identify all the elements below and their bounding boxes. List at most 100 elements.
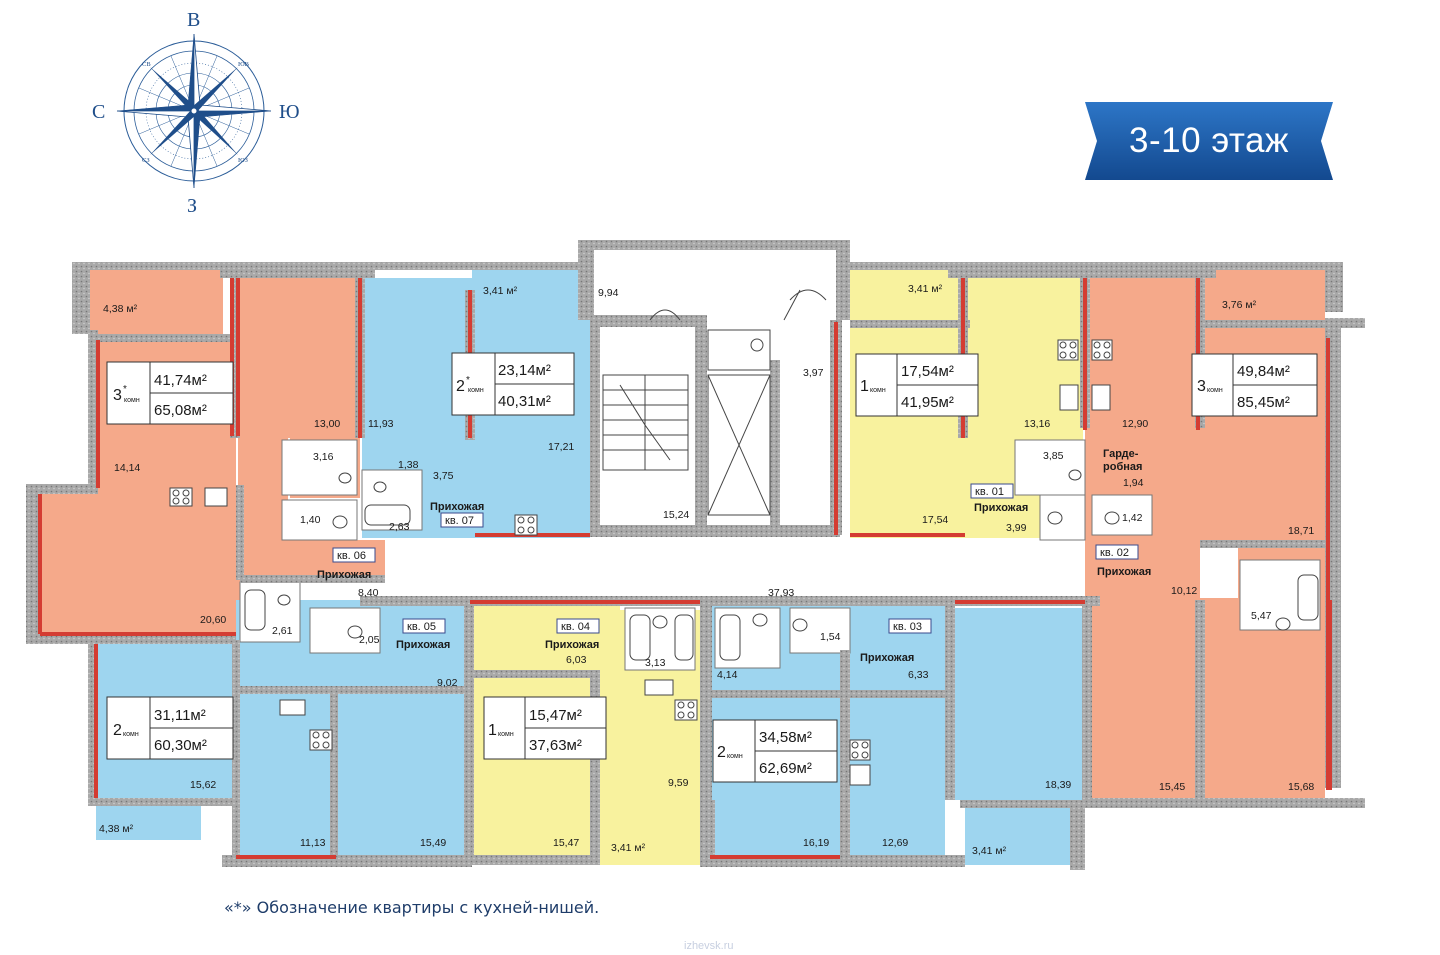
kv02-rooms: 3 xyxy=(1197,378,1206,395)
area-hall-9-02: 9,02 xyxy=(437,677,458,689)
kv07-star: * xyxy=(466,375,470,386)
area-room-15-62: 15,62 xyxy=(190,779,216,791)
kv01-rooms: 1 xyxy=(860,378,869,395)
apartment-info-boxes xyxy=(106,352,1318,783)
kv06-unit: комн xyxy=(124,397,140,404)
kv02-living-area: 49,84м² xyxy=(1237,363,1290,380)
kv03-unit: комн xyxy=(727,753,743,760)
kv03-living-area: 34,58м² xyxy=(759,729,812,746)
kv05-living-area: 31,11м² xyxy=(154,707,206,724)
area-hall-3-99: 3,99 xyxy=(1006,522,1027,534)
fixtures xyxy=(169,339,1319,786)
kv04-tag: кв. 04 xyxy=(561,621,590,633)
area-room-18-71: 18,71 xyxy=(1288,525,1314,537)
kv02-total-area: 85,45м² xyxy=(1237,394,1290,411)
hallway-label-kv01: Прихожая xyxy=(974,502,1028,514)
compass-rose: В З С Ю ЮВ СВ ЮЗ СЗ xyxy=(92,9,300,217)
kv06-tag: кв. 06 xyxy=(337,550,366,562)
area-room-15-68: 15,68 xyxy=(1288,781,1314,793)
compass-east: Ю xyxy=(279,101,300,123)
compass-south: З xyxy=(187,195,197,217)
compass-se: ЮЗ xyxy=(238,157,248,164)
floor-label: 3-10 этаж xyxy=(1129,121,1289,160)
area-bath-3-13: 3,13 xyxy=(645,657,666,669)
area-bath-5-47: 5,47 xyxy=(1251,610,1272,622)
compass-west: С xyxy=(92,101,105,123)
kv01-tag: кв. 01 xyxy=(975,486,1004,498)
kv02-unit: комн xyxy=(1207,387,1223,394)
area-lobby-9-94: 9,94 xyxy=(598,287,619,299)
hallway-label-kv04: Прихожая xyxy=(545,639,599,651)
compass-ne: ЮВ xyxy=(238,61,250,68)
area-corridor-37-93: 37,93 xyxy=(768,587,794,599)
area-balcony-kv06: 4,38 м² xyxy=(103,303,138,315)
area-wc-1-40: 1,40 xyxy=(300,514,321,526)
area-bath-3-16: 3,16 xyxy=(313,451,334,463)
area-wc-1-38: 1,38 xyxy=(398,459,419,471)
stair-core xyxy=(602,289,827,516)
area-room-13-00: 13,00 xyxy=(314,418,340,430)
area-room-12-69: 12,69 xyxy=(882,837,908,849)
area-room-13-16: 13,16 xyxy=(1024,418,1050,430)
area-room-17-54: 17,54 xyxy=(922,514,948,526)
area-balcony-kv01: 3,41 м² xyxy=(908,283,943,295)
area-room-14-14: 14,14 xyxy=(114,462,140,474)
kv04-total-area: 37,63м² xyxy=(529,737,582,754)
legend-footnote: «*» Обозначение квартиры с кухней-нишей. xyxy=(224,898,600,917)
area-bath-2-61: 2,61 xyxy=(272,625,293,637)
room-area-labels: 4,38 м² 13,00 11,93 3,41 м² 9,94 3,41 м²… xyxy=(99,283,1314,857)
kv06-total-area: 65,08м² xyxy=(154,402,207,419)
area-room-15-49: 15,49 xyxy=(420,837,446,849)
kv01-unit: комн xyxy=(870,387,886,394)
area-hall-6-33: 6,33 xyxy=(908,669,929,681)
kv06-star: * xyxy=(123,384,127,395)
kv07-total-area: 40,31м² xyxy=(498,393,551,410)
kv07-unit: комн xyxy=(468,387,484,394)
kv04-unit: комн xyxy=(498,731,514,738)
kv01-living-area: 17,54м² xyxy=(901,363,954,380)
area-wc-1-54: 1,54 xyxy=(820,631,841,643)
kv02-tag: кв. 02 xyxy=(1100,547,1129,559)
kv06-living-area: 41,74м² xyxy=(154,372,207,389)
area-hall-3-75: 3,75 xyxy=(433,470,454,482)
area-room-11-13: 11,13 xyxy=(300,837,326,849)
area-room-17-21: 17,21 xyxy=(548,441,574,453)
area-kitchen-9-59: 9,59 xyxy=(668,777,689,789)
watermark-text: izhevsk.ru xyxy=(684,940,734,952)
area-balcony-kv02: 3,76 м² xyxy=(1222,299,1257,311)
kv07-tag: кв. 07 xyxy=(445,515,474,527)
area-room-20-60: 20,60 xyxy=(200,614,226,626)
kv04-living-area: 15,47м² xyxy=(529,707,582,724)
hallway-label-kv03: Прихожая xyxy=(860,652,914,664)
area-room-16-19: 16,19 xyxy=(803,837,829,849)
hallway-label-kv02: Прихожая xyxy=(1097,566,1151,578)
compass-nw: СВ xyxy=(142,61,151,68)
kv01-total-area: 41,95м² xyxy=(901,394,954,411)
kv03-total-area: 62,69м² xyxy=(759,760,812,777)
hallway-label-kv05: Прихожая xyxy=(396,639,450,651)
wardrobe-label-line2: робная xyxy=(1103,461,1142,473)
area-balcony-kv03: 3,41 м² xyxy=(972,845,1007,857)
kv07-rooms: 2 xyxy=(456,378,465,395)
floor-badge: 3-10 этаж xyxy=(1085,102,1333,180)
kv07-living-area: 23,14м² xyxy=(498,362,551,379)
kv03-tag: кв. 03 xyxy=(893,621,922,633)
wardrobe-label-line1: Гарде- xyxy=(1103,448,1139,460)
area-wardrobe-1-94: 1,94 xyxy=(1123,477,1144,489)
area-balcony-kv07: 3,41 м² xyxy=(483,285,518,297)
hallway-label-kv07: Прихожая xyxy=(430,501,484,513)
area-vestibule-3-97: 3,97 xyxy=(803,367,824,379)
area-balcony-kv05: 4,38 м² xyxy=(99,823,134,835)
area-room-12-90: 12,90 xyxy=(1122,418,1148,430)
area-hall-8-40: 8,40 xyxy=(358,587,379,599)
area-stair-15-24: 15,24 xyxy=(663,509,689,521)
area-room-15-45: 15,45 xyxy=(1159,781,1185,793)
hallway-label-kv06: Прихожая xyxy=(317,569,371,581)
kv04-rooms: 1 xyxy=(488,722,497,739)
kv03-rooms: 2 xyxy=(717,744,726,761)
area-bath-4-14: 4,14 xyxy=(717,669,738,681)
area-room-18-39: 18,39 xyxy=(1045,779,1071,791)
area-room-11-93: 11,93 xyxy=(368,418,394,430)
area-balcony-kv04: 3,41 м² xyxy=(611,842,646,854)
area-bath-3-85: 3,85 xyxy=(1043,450,1064,462)
